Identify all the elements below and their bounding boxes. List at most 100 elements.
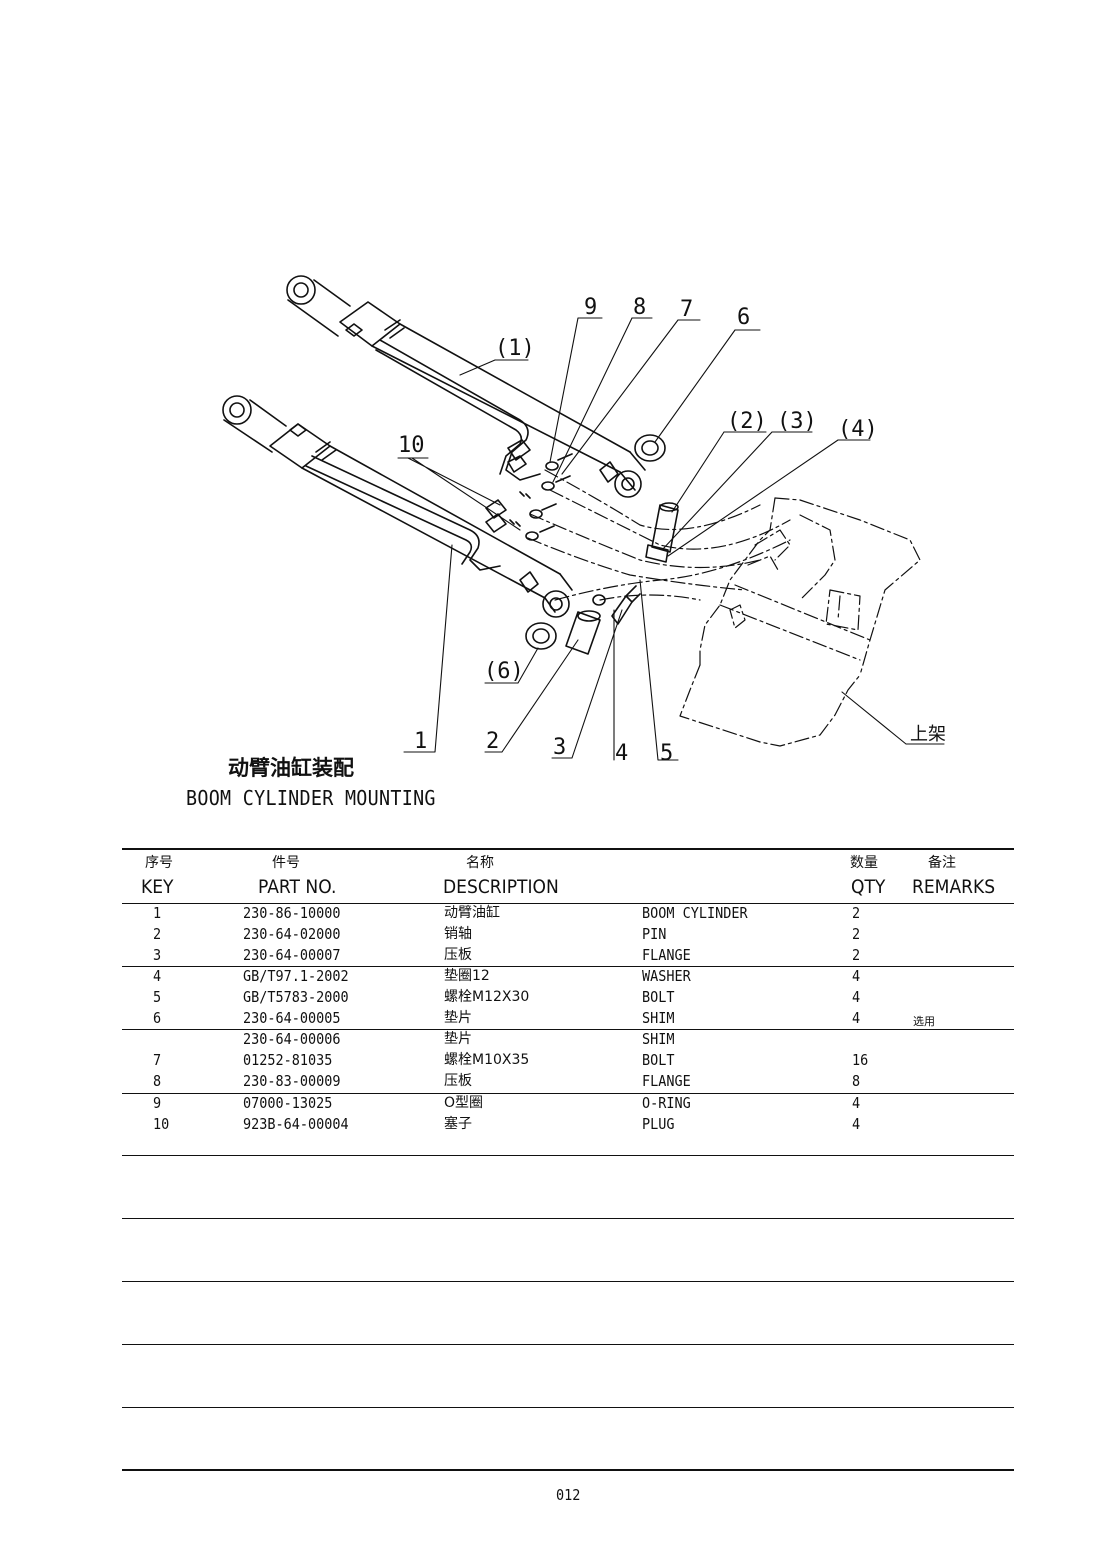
blank-rule-5 bbox=[122, 1407, 1014, 1408]
cell-part: 923B-64-00004 bbox=[243, 1115, 349, 1133]
cell-qty: 2 bbox=[852, 946, 861, 964]
cell-part: 230-64-00006 bbox=[243, 1030, 341, 1048]
callout-7: 7 bbox=[680, 297, 693, 322]
blank-rule-1 bbox=[122, 1155, 1014, 1156]
cell-part: GB/T5783-2000 bbox=[243, 988, 349, 1006]
header-qty-en: QTY bbox=[851, 876, 886, 898]
cell-key: 10 bbox=[153, 1115, 170, 1133]
cell-key: 4 bbox=[153, 967, 162, 985]
upper-boom-cylinder bbox=[286, 275, 646, 498]
callout-6: 6 bbox=[737, 305, 750, 330]
cell-qty: 8 bbox=[852, 1072, 861, 1090]
header-qty-cn: 数量 bbox=[850, 855, 878, 871]
header-desc-en: DESCRIPTION bbox=[443, 876, 559, 898]
cell-en: WASHER bbox=[642, 967, 691, 985]
cell-cn: O型圈 bbox=[444, 1095, 484, 1111]
callout-9: 9 bbox=[584, 295, 597, 320]
cell-cn: 动臂油缸 bbox=[444, 905, 500, 921]
group-rule-2 bbox=[122, 1029, 1014, 1030]
callout-6-paren: (6) bbox=[484, 659, 524, 684]
blank-rule-4 bbox=[122, 1344, 1014, 1345]
cell-key: 2 bbox=[153, 925, 162, 943]
cell-cn: 垫圈12 bbox=[444, 968, 490, 984]
drawing-title-en: BOOM CYLINDER MOUNTING bbox=[186, 786, 436, 810]
cell-key: 9 bbox=[153, 1094, 162, 1112]
group-rule-3 bbox=[122, 1093, 1014, 1094]
table-bottom-rule bbox=[122, 1469, 1014, 1471]
cell-cn: 螺栓M10X35 bbox=[444, 1052, 530, 1068]
exploded-assembly-drawing: 9 8 7 6 (1) 10 (2) (3) (4) (6) 1 2 3 4 5… bbox=[222, 275, 946, 766]
callout-bottom-4: 4 bbox=[615, 741, 628, 766]
header-remarks-en: REMARKS bbox=[912, 876, 996, 898]
cell-en: PLUG bbox=[642, 1115, 675, 1133]
cell-en: BOLT bbox=[642, 988, 675, 1006]
table-top-rule bbox=[122, 848, 1014, 850]
cell-key: 8 bbox=[153, 1072, 162, 1090]
cell-cn: 压板 bbox=[444, 1073, 472, 1089]
callout-labels: 9 8 7 6 (1) 10 (2) (3) (4) (6) 1 2 3 4 5… bbox=[398, 295, 946, 766]
cell-part: 230-83-00009 bbox=[243, 1072, 341, 1090]
cell-part: 01252-81035 bbox=[243, 1051, 333, 1069]
callout-bottom-5: 5 bbox=[660, 741, 673, 766]
cell-remarks: 选用 bbox=[913, 1015, 935, 1028]
cell-en: FLANGE bbox=[642, 1072, 691, 1090]
cell-part: 07000-13025 bbox=[243, 1094, 333, 1112]
callout-1-paren: (1) bbox=[495, 336, 535, 361]
blank-rule-3 bbox=[122, 1281, 1014, 1282]
cell-en: PIN bbox=[642, 925, 667, 943]
header-key-cn: 序号 bbox=[145, 855, 173, 871]
blank-rule-2 bbox=[122, 1218, 1014, 1219]
cell-part: 230-86-10000 bbox=[243, 904, 341, 922]
cell-qty: 4 bbox=[852, 967, 861, 985]
cell-cn: 销轴 bbox=[444, 926, 472, 942]
cell-qty: 4 bbox=[852, 1115, 861, 1133]
drawing-title-cn: 动臂油缸装配 bbox=[228, 756, 354, 780]
callout-3-paren: (3) bbox=[777, 409, 817, 434]
cell-en: SHIM bbox=[642, 1030, 675, 1048]
page-number: 012 bbox=[556, 1486, 581, 1504]
header-part-en: PART NO. bbox=[258, 876, 337, 898]
cell-key: 6 bbox=[153, 1009, 162, 1027]
cell-part: GB/T97.1-2002 bbox=[243, 967, 349, 985]
leader-lines bbox=[397, 317, 945, 761]
callout-bottom-2: 2 bbox=[486, 729, 499, 754]
cell-key: 1 bbox=[153, 904, 162, 922]
cell-en: BOOM CYLINDER bbox=[642, 904, 748, 922]
shim-parts bbox=[525, 434, 666, 650]
cell-en: SHIM bbox=[642, 1009, 675, 1027]
assembly-centerlines bbox=[527, 469, 791, 601]
cell-en: BOLT bbox=[642, 1051, 675, 1069]
upper-frame bbox=[679, 497, 921, 747]
cell-qty: 4 bbox=[852, 1009, 861, 1027]
group-rule-1 bbox=[122, 966, 1014, 967]
callout-2-paren: (2) bbox=[727, 409, 767, 434]
cell-cn: 垫片 bbox=[444, 1031, 472, 1047]
header-key-en: KEY bbox=[141, 876, 174, 898]
cell-qty: 2 bbox=[852, 904, 861, 922]
cell-key: 3 bbox=[153, 946, 162, 964]
cell-qty: 4 bbox=[852, 1094, 861, 1112]
cell-part: 230-64-00005 bbox=[243, 1009, 341, 1027]
callout-4-paren: (4) bbox=[838, 417, 878, 442]
cell-cn: 压板 bbox=[444, 947, 472, 963]
frame-label: 上架 bbox=[910, 724, 946, 745]
callout-10: 10 bbox=[398, 433, 425, 458]
header-part-cn: 件号 bbox=[272, 855, 300, 871]
header-rule bbox=[122, 903, 1014, 904]
header-remarks-cn: 备注 bbox=[928, 855, 956, 871]
callout-8: 8 bbox=[633, 295, 646, 320]
cell-qty: 2 bbox=[852, 925, 861, 943]
cell-en: O-RING bbox=[642, 1094, 691, 1112]
cell-cn: 塞子 bbox=[444, 1116, 472, 1132]
cell-key: 7 bbox=[153, 1051, 162, 1069]
cell-qty: 4 bbox=[852, 988, 861, 1006]
cell-en: FLANGE bbox=[642, 946, 691, 964]
cell-qty: 16 bbox=[852, 1051, 869, 1069]
callout-bottom-1: 1 bbox=[414, 729, 427, 754]
lower-boom-cylinder bbox=[222, 395, 573, 618]
cell-part: 230-64-02000 bbox=[243, 925, 341, 943]
cell-part: 230-64-00007 bbox=[243, 946, 341, 964]
callout-bottom-3: 3 bbox=[553, 735, 566, 760]
cell-cn: 垫片 bbox=[444, 1010, 472, 1026]
cell-cn: 螺栓M12X30 bbox=[444, 989, 530, 1005]
